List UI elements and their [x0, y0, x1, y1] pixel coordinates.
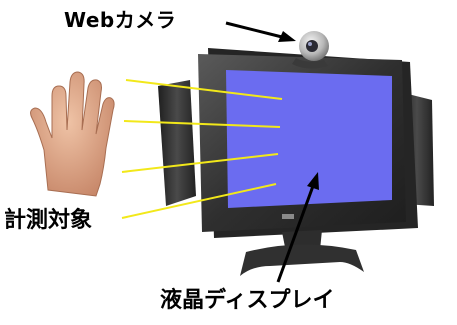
sensing-rays: [121, 79, 283, 219]
brand-badge: [282, 214, 294, 219]
lcd-display-label: 液晶ディスプレイ: [160, 288, 335, 313]
lcd-arrow: [276, 172, 319, 283]
left-speaker: [158, 80, 196, 206]
ray-4: [121, 183, 277, 219]
ray-2: [123, 120, 281, 128]
webcam-icon: [292, 31, 329, 69]
ray-1: [125, 79, 283, 100]
monitor-base: [240, 244, 364, 276]
measurement-target-label: 計測対象: [4, 208, 93, 233]
camera-arrow: [225, 21, 296, 42]
lcd-screen: [226, 70, 392, 208]
ray-3: [121, 153, 279, 173]
webcam-label: Webカメラ: [64, 8, 177, 32]
monitor-icon: [158, 48, 434, 276]
hand-icon: [30, 71, 115, 197]
